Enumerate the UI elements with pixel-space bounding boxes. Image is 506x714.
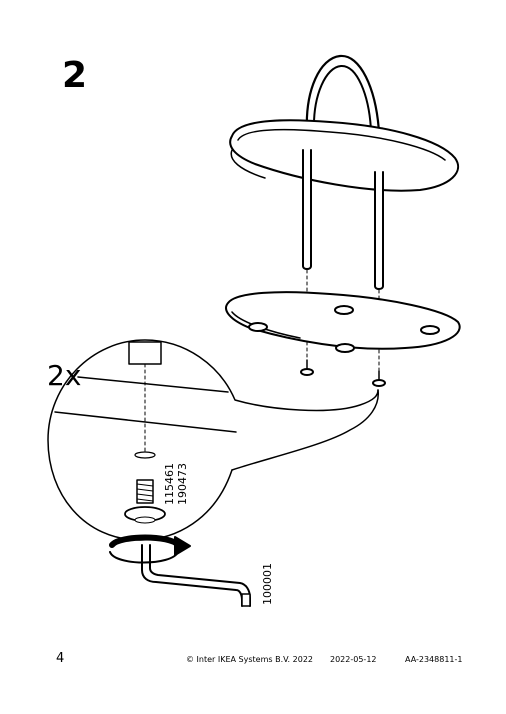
copyright-text: © Inter IKEA Systems B.V. 2022 [186, 655, 313, 664]
handle-loop [305, 54, 381, 134]
part-number-screw-a: 115461 [163, 463, 176, 505]
quantity-label: 2x [47, 359, 82, 392]
document-id: AA-2348811-1 [405, 655, 463, 664]
screw-icon [300, 359, 386, 387]
detail-callout [47, 339, 379, 541]
document-date: 2022-05-12 [330, 655, 377, 664]
step-number: 2 [62, 55, 88, 96]
allen-key-icon [141, 544, 251, 607]
rotate-arrow-icon [109, 534, 191, 564]
base-tray [225, 291, 461, 353]
upper-tray [229, 119, 460, 192]
part-number-tool: 100001 [261, 563, 274, 605]
part-number-screw-b: 190473 [176, 463, 189, 505]
page-number: 4 [56, 651, 65, 666]
